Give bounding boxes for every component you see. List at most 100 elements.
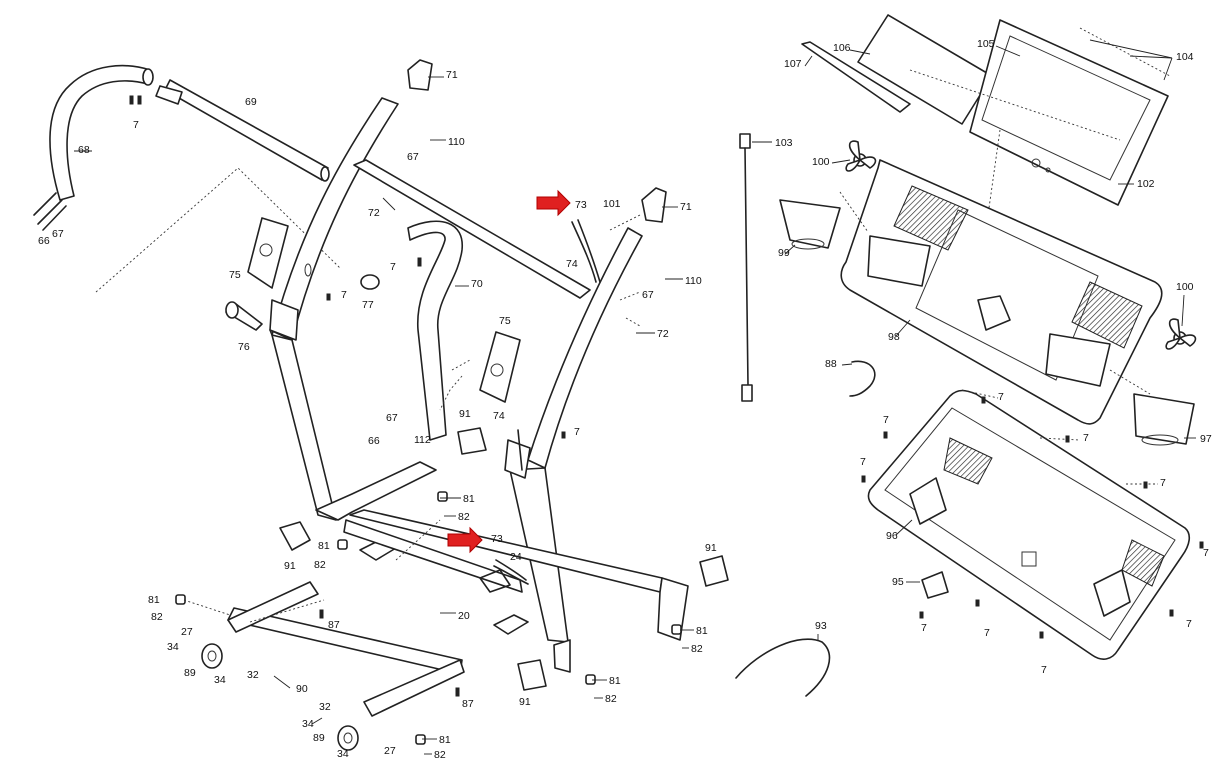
part-label-7: 7	[860, 456, 866, 468]
part-label-75: 75	[499, 315, 511, 327]
part-label-82: 82	[314, 559, 326, 571]
part-label-91: 91	[705, 542, 717, 554]
part-label-107: 107	[784, 58, 802, 70]
part-label-97: 97	[1200, 433, 1212, 445]
cable-103	[739, 133, 753, 402]
feet-caps-91	[279, 427, 729, 691]
part-label-102: 102	[1137, 178, 1155, 190]
leader-lines	[74, 76, 694, 755]
highlight-arrow-73-lower	[447, 526, 483, 554]
console-leaders	[752, 39, 1196, 640]
part-label-81: 81	[609, 675, 621, 687]
part-label-27: 27	[384, 745, 396, 757]
part-label-82: 82	[434, 749, 446, 761]
part-label-34: 34	[167, 641, 179, 653]
part-label-99: 99	[778, 247, 790, 259]
part-label-67: 67	[407, 151, 419, 163]
part-label-67: 67	[642, 289, 654, 301]
part-label-77: 77	[362, 299, 374, 311]
part-label-81: 81	[463, 493, 475, 505]
part-label-110: 110	[685, 275, 702, 287]
part-label-81: 81	[148, 594, 160, 606]
part-label-7: 7	[1203, 547, 1209, 559]
part-label-34: 34	[302, 718, 314, 730]
base-frame	[227, 461, 689, 717]
part-label-7: 7	[390, 261, 396, 273]
part-label-105: 105	[977, 38, 995, 50]
part-label-34: 34	[214, 674, 226, 686]
part-label-87: 87	[462, 698, 474, 710]
part-label-7: 7	[883, 414, 889, 426]
part-label-101: 101	[603, 198, 621, 210]
wheels-89	[201, 643, 359, 751]
screws-7	[129, 95, 1204, 697]
part-label-7: 7	[1083, 432, 1089, 444]
part-label-81: 81	[439, 734, 451, 746]
part-label-106: 106	[833, 42, 851, 54]
part-label-69: 69	[245, 96, 257, 108]
part-label-68: 68	[78, 144, 90, 156]
part-label-89: 89	[184, 667, 196, 679]
part-label-91: 91	[459, 408, 471, 420]
knob-77-and-pin-76	[225, 274, 380, 331]
highlight-arrow-73-upper	[536, 189, 571, 217]
part-label-91: 91	[284, 560, 296, 572]
part-label-82: 82	[458, 511, 470, 523]
part-label-87: 87	[328, 619, 340, 631]
part-label-82: 82	[691, 643, 703, 655]
part-label-103: 103	[775, 137, 793, 149]
leveling-feet-81	[175, 491, 682, 745]
part-label-72: 72	[368, 207, 380, 219]
console-bottom-96	[867, 389, 1191, 660]
part-label-7: 7	[1041, 664, 1047, 676]
part-label-73: 73	[491, 533, 503, 545]
part-label-7: 7	[574, 426, 580, 438]
part-label-67: 67	[52, 228, 64, 240]
part-label-76: 76	[238, 341, 250, 353]
part-label-71: 71	[680, 201, 692, 213]
part-label-100: 100	[1176, 281, 1194, 293]
part-label-88: 88	[825, 358, 837, 370]
part-label-66: 66	[38, 235, 50, 247]
part-label-74: 74	[566, 258, 578, 270]
part-label-74: 74	[493, 410, 505, 422]
trays-97-99	[779, 199, 1195, 446]
part-label-93: 93	[815, 620, 827, 632]
part-label-89: 89	[313, 732, 325, 744]
part-label-100: 100	[812, 156, 830, 168]
part-label-82: 82	[605, 693, 617, 705]
part-label-7: 7	[984, 627, 990, 639]
part-label-73: 73	[575, 199, 587, 211]
console-panel-106	[801, 14, 993, 125]
part-label-96: 96	[886, 530, 898, 542]
part-label-82: 82	[151, 611, 163, 623]
part-label-81: 81	[696, 625, 708, 637]
fans-100	[845, 140, 1197, 350]
crossbar	[353, 159, 591, 299]
wiring-73-74	[493, 219, 601, 585]
part-label-91: 91	[519, 696, 531, 708]
part-label-7: 7	[1186, 618, 1192, 630]
right-handrail-69	[155, 79, 330, 182]
part-label-71: 71	[446, 69, 458, 81]
part-label-70: 70	[471, 278, 483, 290]
left-upright	[269, 97, 399, 521]
part-label-95: 95	[892, 576, 904, 588]
handrail-70	[407, 220, 463, 441]
part-label-90: 90	[296, 683, 308, 695]
part-label-7: 7	[341, 289, 347, 301]
part-label-112: 112	[414, 434, 431, 446]
wire-88	[849, 360, 876, 397]
part-label-27: 27	[181, 626, 193, 638]
part-label-81: 81	[318, 540, 330, 552]
left-handrail-68	[49, 64, 154, 201]
part-label-110: 110	[448, 136, 465, 148]
part-label-24: 24	[510, 551, 522, 563]
part-label-66: 66	[368, 435, 380, 447]
part-label-7: 7	[998, 391, 1004, 403]
part-label-104: 104	[1176, 51, 1194, 63]
part-label-32: 32	[319, 701, 331, 713]
part-label-34: 34	[337, 748, 349, 760]
